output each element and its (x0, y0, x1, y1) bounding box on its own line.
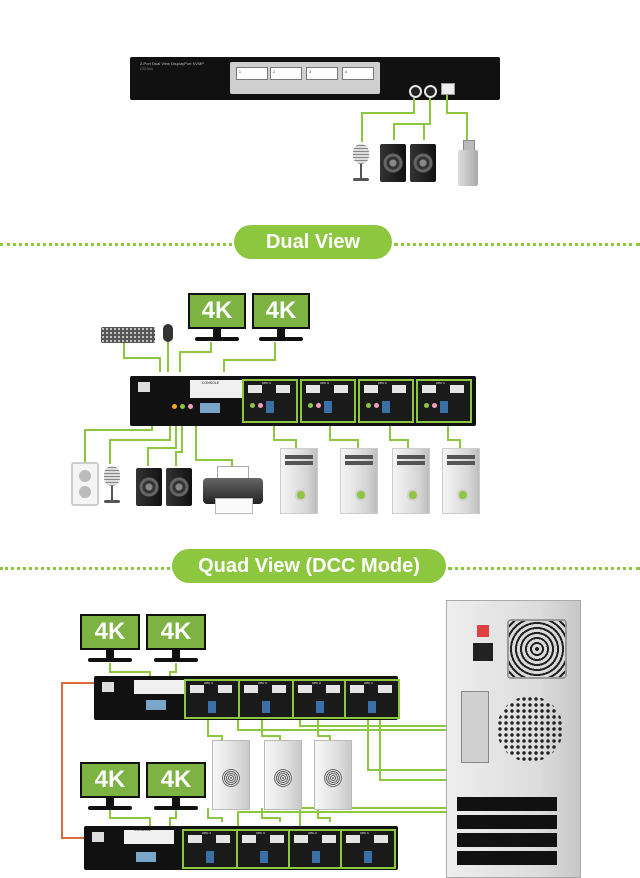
keyboard-icon (101, 327, 155, 343)
divider-dots-right (394, 243, 640, 246)
cpu-port-group: CPU 4 (184, 679, 240, 719)
cpu-port-group: CPU 3 (300, 379, 356, 423)
section-title-quad-view: Quad View (DCC Mode) (172, 549, 446, 583)
console-label: CONSOLE (134, 828, 152, 832)
monitor-4k: 4K (80, 614, 140, 664)
console-label: CONSOLE (202, 381, 220, 385)
cpu-port-group: CPU 1 (416, 379, 472, 423)
mic-jack[interactable] (409, 85, 422, 98)
pc-tower-icon (280, 448, 318, 514)
monitor-4k: 4K (146, 762, 206, 812)
port-button-2[interactable]: 2 (270, 67, 302, 80)
front-panel-title: 2-Port Dual View DisplayPort KVMP (140, 61, 204, 66)
port-button-1[interactable]: 1 (236, 67, 268, 80)
fan-icon (507, 619, 567, 679)
port-button-4[interactable]: 4 (342, 67, 374, 80)
pc-tower-icon (340, 448, 378, 514)
kvm-rear-panel: CONSOLE CPU 4 CPU 3 CPU 2 CPU 1 (130, 376, 476, 426)
printer-icon (203, 466, 263, 514)
pc-tower-icon (314, 740, 352, 810)
divider-dots-right (448, 567, 640, 570)
mouse-icon (163, 324, 173, 342)
cpu-port-group: CPU 1 (340, 829, 396, 869)
speaker-icon (410, 144, 436, 182)
kvm-front-panel: 2-Port Dual View DisplayPort KVMP CS1944… (130, 57, 500, 100)
front-panel-buttons: 1 2 3 4 (230, 62, 380, 94)
usb-drive-icon (458, 140, 478, 186)
cpu-port-group: CPU 3 (238, 679, 294, 719)
cpu-port-group: CPU 1 (344, 679, 400, 719)
cpu-port-group: CPU 3 (236, 829, 292, 869)
speaker-jack[interactable] (424, 85, 437, 98)
speaker-icon (380, 144, 406, 182)
pc-tower-icon (212, 740, 250, 810)
cpu-port-group: CPU 2 (358, 379, 414, 423)
pc-tower-icon (392, 448, 430, 514)
speaker-icon (166, 468, 192, 506)
pc-tower-icon (442, 448, 480, 514)
section-title-dual-view: Dual View (234, 225, 392, 259)
kvm-rear-panel: CONSOLE CPU 4 CPU 3 CPU 2 CPU 1 (84, 826, 398, 870)
monitor-4k: 4K (80, 762, 140, 812)
pc-tower-rear (446, 600, 581, 878)
cpu-port-group: CPU 4 (182, 829, 238, 869)
monitor-4k: 4K (146, 614, 206, 664)
divider-dots-left (0, 567, 170, 570)
cpu-port-group: CPU 2 (292, 679, 348, 719)
pc-tower-icon (264, 740, 302, 810)
cpu-port-group: CPU 4 (242, 379, 298, 423)
monitor-4k: 4K (188, 293, 246, 343)
usb-port[interactable] (441, 83, 455, 95)
port-button-3[interactable]: 3 (306, 67, 338, 80)
cpu-port-group: CPU 2 (288, 829, 344, 869)
divider-dots-left (0, 243, 232, 246)
kvm-rear-panel: CPU 4 CPU 3 CPU 2 CPU 1 (94, 676, 400, 720)
front-panel-model: CS1944 (140, 67, 153, 71)
speaker-icon (136, 468, 162, 506)
power-outlet-icon (71, 462, 99, 506)
monitor-4k: 4K (252, 293, 310, 343)
